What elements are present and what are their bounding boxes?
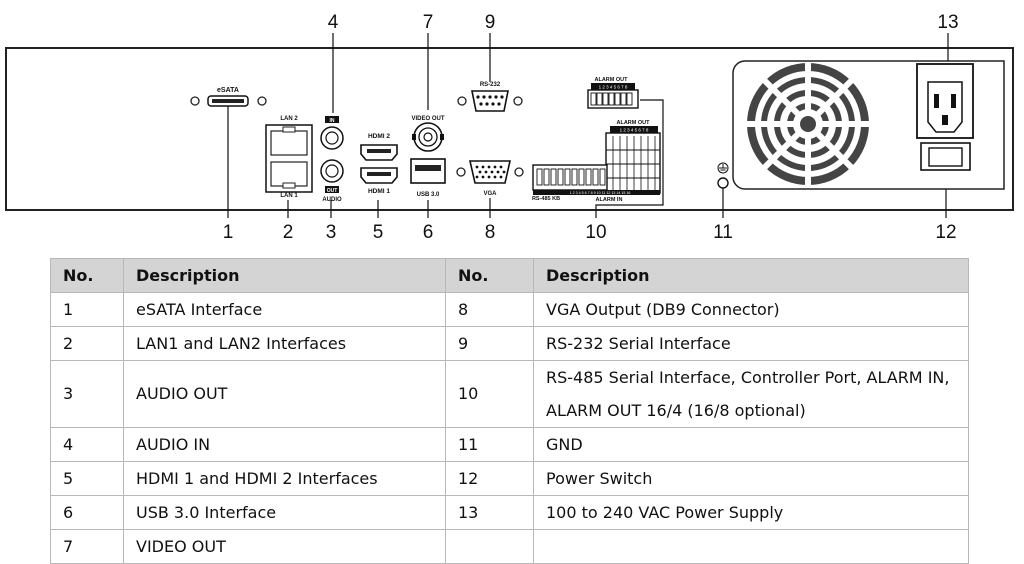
table-row: 6 USB 3.0 Interface 13 100 to 240 VAC Po… <box>50 495 969 530</box>
callout-11: 11 <box>713 222 733 243</box>
cell-no: 5 <box>50 461 124 496</box>
callout-1: 1 <box>223 222 234 243</box>
cell-description: RS-232 Serial Interface <box>533 326 969 361</box>
rs232-label: RS-232 <box>480 82 501 88</box>
callout-8: 8 <box>485 222 496 243</box>
alarm-in-label: ALARM IN <box>596 197 623 203</box>
callout-numbers: 4 7 9 13 1 2 3 5 6 8 10 11 12 <box>223 12 959 243</box>
hdmi-ports: HDMI 2 HDMI 1 <box>360 133 398 195</box>
table-row: 2 LAN1 and LAN2 Interfaces 9 RS-232 Seri… <box>50 326 969 361</box>
cell-description: HDMI 1 and HDMI 2 Interfaces <box>123 461 446 496</box>
table-row: 7 VIDEO OUT <box>50 529 969 564</box>
cell-no: 2 <box>50 326 124 361</box>
cell-no <box>445 529 534 564</box>
rs232-port: RS-232 <box>457 82 523 112</box>
alarm-in-pins: 1 2 3 4 5 6 7 8 9 10 11 12 13 14 15 16 <box>570 191 631 195</box>
alarm-out-pins: 1 2 3 4 5 6 7 8 <box>620 128 649 133</box>
esata-port: eSATA <box>190 87 267 107</box>
vga-port: VGA <box>456 160 524 197</box>
cell-no: 12 <box>445 461 534 496</box>
cell-no: 3 <box>50 360 124 428</box>
header-description-left: Description <box>123 258 446 293</box>
vga-label: VGA <box>483 191 497 197</box>
cell-no: 13 <box>445 495 534 530</box>
callout-7: 7 <box>423 12 434 33</box>
callout-13: 13 <box>937 12 958 33</box>
video-out-port: VIDEO OUT <box>411 116 445 152</box>
gnd-terminal <box>717 162 729 189</box>
cell-description: 100 to 240 VAC Power Supply <box>533 495 969 530</box>
callout-6: 6 <box>423 222 434 243</box>
cell-description: RS-485 Serial Interface, Controller Port… <box>533 360 969 428</box>
usb-label: USB 3.0 <box>417 192 440 198</box>
callout-10: 10 <box>585 222 606 243</box>
alarm-out-top-pins: 1 2 3 4 5 6 7 8 <box>599 85 628 90</box>
cell-description: eSATA Interface <box>123 292 446 327</box>
esata-label: eSATA <box>217 87 239 94</box>
callout-9: 9 <box>485 12 496 33</box>
audio-out-label: OUT <box>327 188 338 194</box>
audio-in-label: IN <box>330 118 335 124</box>
lan-ports: LAN 2 LAN 1 <box>265 116 313 199</box>
audio-ports: IN OUT AUDIO <box>320 116 344 203</box>
cell-description: GND <box>533 427 969 462</box>
audio-label: AUDIO <box>322 197 342 203</box>
video-out-label: VIDEO OUT <box>411 116 444 122</box>
cell-description: AUDIO OUT <box>123 360 446 428</box>
cell-no: 6 <box>50 495 124 530</box>
alarm-out-top-label: ALARM OUT <box>595 77 629 83</box>
cell-description: VGA Output (DB9 Connector) <box>533 292 969 327</box>
alarm-out-label: ALARM OUT <box>617 120 651 126</box>
header-description-right: Description <box>533 258 969 293</box>
hdmi2-label: HDMI 2 <box>368 133 390 140</box>
lan2-label: LAN 2 <box>280 116 298 122</box>
table-row: 4 AUDIO IN 11 GND <box>50 427 969 462</box>
cell-description: USB 3.0 Interface <box>123 495 446 530</box>
interface-description-table: No. Description No. Description 1 eSATA … <box>50 258 969 564</box>
table-row: 5 HDMI 1 and HDMI 2 Interfaces 12 Power … <box>50 461 969 496</box>
leader-lines <box>227 33 949 218</box>
cell-no: 10 <box>445 360 534 428</box>
callout-4: 4 <box>328 12 339 33</box>
power-inlet <box>916 63 974 139</box>
table-row: 1 eSATA Interface 8 VGA Output (DB9 Conn… <box>50 292 969 327</box>
cell-no: 4 <box>50 427 124 462</box>
cell-no: 1 <box>50 292 124 327</box>
ground-icon <box>717 162 729 174</box>
cell-no: 7 <box>50 529 124 564</box>
alarm-terminal-block: ALARM OUT 1 2 3 4 5 6 7 8 ALARM OUT 1 2 … <box>532 77 661 203</box>
callout-5: 5 <box>373 222 384 243</box>
header-no-left: No. <box>50 258 124 293</box>
rs485-kb-label: RS-485 KB <box>532 196 560 202</box>
cell-no: 8 <box>445 292 534 327</box>
cell-description <box>533 529 969 564</box>
table-row: 3 AUDIO OUT 10 RS-485 Serial Interface, … <box>50 360 969 428</box>
cell-description: VIDEO OUT <box>123 529 446 564</box>
callout-12: 12 <box>935 222 956 243</box>
cell-no: 9 <box>445 326 534 361</box>
power-switch <box>920 142 971 171</box>
cell-description: Power Switch <box>533 461 969 496</box>
rear-panel-diagram: 4 7 9 13 1 2 3 5 6 8 10 11 12 eSATA <box>5 12 1014 243</box>
cell-description: AUDIO IN <box>123 427 446 462</box>
table-header-row: No. Description No. Description <box>50 258 969 293</box>
cell-no: 11 <box>445 427 534 462</box>
usb-port: USB 3.0 <box>410 158 446 198</box>
lan1-label: LAN 1 <box>280 193 298 199</box>
cell-description: LAN1 and LAN2 Interfaces <box>123 326 446 361</box>
hdmi1-label: HDMI 1 <box>368 188 390 195</box>
callout-3: 3 <box>326 222 337 243</box>
header-no-right: No. <box>445 258 534 293</box>
callout-2: 2 <box>283 222 294 243</box>
